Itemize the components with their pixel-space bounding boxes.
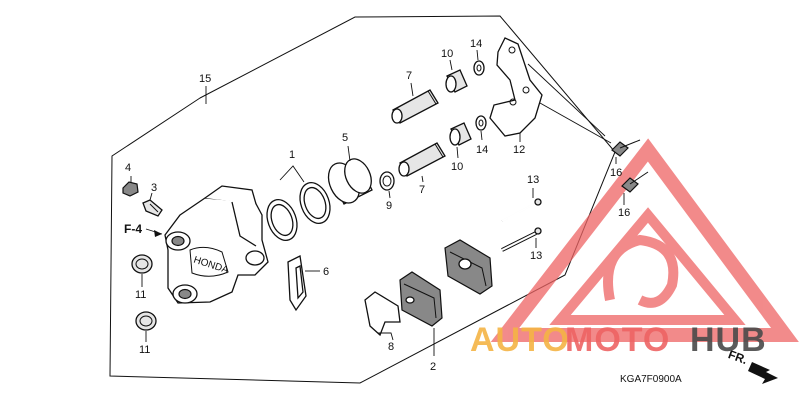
- brake-pad-part-rear: [444, 239, 493, 295]
- label-12: 12: [513, 144, 525, 156]
- slide-pin-part-lower: [398, 142, 446, 183]
- label-16-upper: 16: [610, 167, 622, 179]
- pad-shim-part: [364, 291, 401, 341]
- bleeder-screw-part: [142, 192, 163, 217]
- label-5: 5: [342, 132, 348, 144]
- label-10-upper: 10: [441, 48, 453, 60]
- label-2: 2: [430, 361, 436, 373]
- cap-part-lower: [135, 311, 157, 342]
- o-ring-part: [379, 171, 395, 199]
- caliper-bracket-part: [489, 37, 612, 144]
- pad-pin-part-lower: [501, 227, 542, 252]
- pin-boot-part-lower: [449, 122, 472, 159]
- diagram-code: KGA7F0900A: [620, 374, 682, 385]
- label-8: 8: [388, 341, 394, 353]
- label-1: 1: [289, 149, 295, 161]
- label-11-upper: 11: [135, 289, 146, 301]
- label-14-upper: 14: [470, 38, 482, 50]
- ref-arrow-icon: [145, 228, 163, 237]
- assembly-outline-frame: [109, 15, 616, 384]
- cap-part-upper: [131, 254, 153, 287]
- bleeder-cap-part: [122, 176, 139, 197]
- label-15: 15: [199, 73, 211, 85]
- svg-text:AUTO: AUTO: [470, 321, 570, 359]
- caliper-body-part: HONDA: [164, 185, 269, 304]
- bolt-part-lower: [621, 171, 649, 205]
- slide-pin-part-upper: [391, 82, 439, 124]
- svg-text:MOTO: MOTO: [565, 321, 670, 359]
- ref-callout-f4: F-4: [124, 222, 142, 236]
- label-4: 4: [125, 162, 131, 174]
- label-10-lower: 10: [451, 161, 463, 173]
- label-7-lower: 7: [419, 184, 425, 196]
- label-7-upper: 7: [406, 70, 412, 82]
- label-9: 9: [386, 200, 392, 212]
- label-16-lower: 16: [618, 207, 630, 219]
- piston-seal-part: [266, 165, 331, 241]
- front-callout-fr: FR.: [726, 347, 749, 367]
- bolt-part-upper: [611, 139, 641, 164]
- label-3: 3: [151, 182, 157, 194]
- label-11-lower: 11: [139, 344, 150, 356]
- pad-spring-part: [287, 255, 320, 312]
- piston-part: [327, 145, 373, 205]
- watermark-triangle: [490, 138, 799, 342]
- washer-part-upper: [473, 49, 485, 76]
- front-direction-arrow-icon: [748, 362, 778, 384]
- washer-part-lower: [475, 115, 487, 141]
- svg-text:HUB: HUB: [690, 321, 767, 359]
- label-13-lower: 13: [530, 250, 542, 262]
- label-13-upper: 13: [527, 174, 539, 186]
- pad-pin-part-upper: [501, 188, 542, 222]
- label-14-lower: 14: [476, 144, 488, 156]
- brake-pad-part-front: [399, 271, 443, 356]
- watermark-logo: AUTO MOTO HUB: [470, 321, 767, 359]
- label-6: 6: [323, 266, 329, 278]
- pin-boot-part-upper: [445, 59, 468, 93]
